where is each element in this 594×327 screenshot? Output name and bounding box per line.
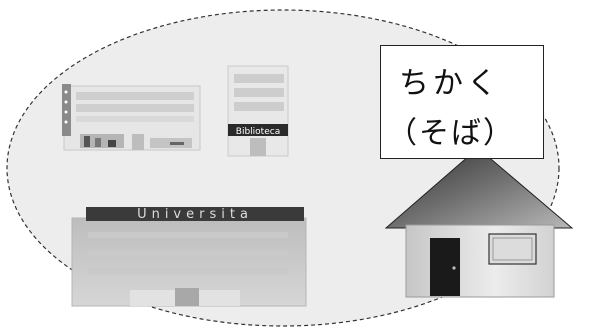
university-sign: Universita — [137, 207, 253, 222]
university-building: Universita — [71, 207, 307, 307]
house-window — [488, 233, 537, 265]
library-sign: Biblioteca — [236, 127, 280, 137]
label-chikaku: ちかく — [399, 66, 501, 101]
nearby-label-box: ちかく （そば） — [380, 45, 544, 159]
label-soba: （そば） — [387, 116, 515, 151]
library-building: Biblioteca — [227, 65, 289, 157]
office-building — [62, 84, 201, 151]
house-door — [430, 238, 460, 296]
house — [384, 147, 574, 298]
